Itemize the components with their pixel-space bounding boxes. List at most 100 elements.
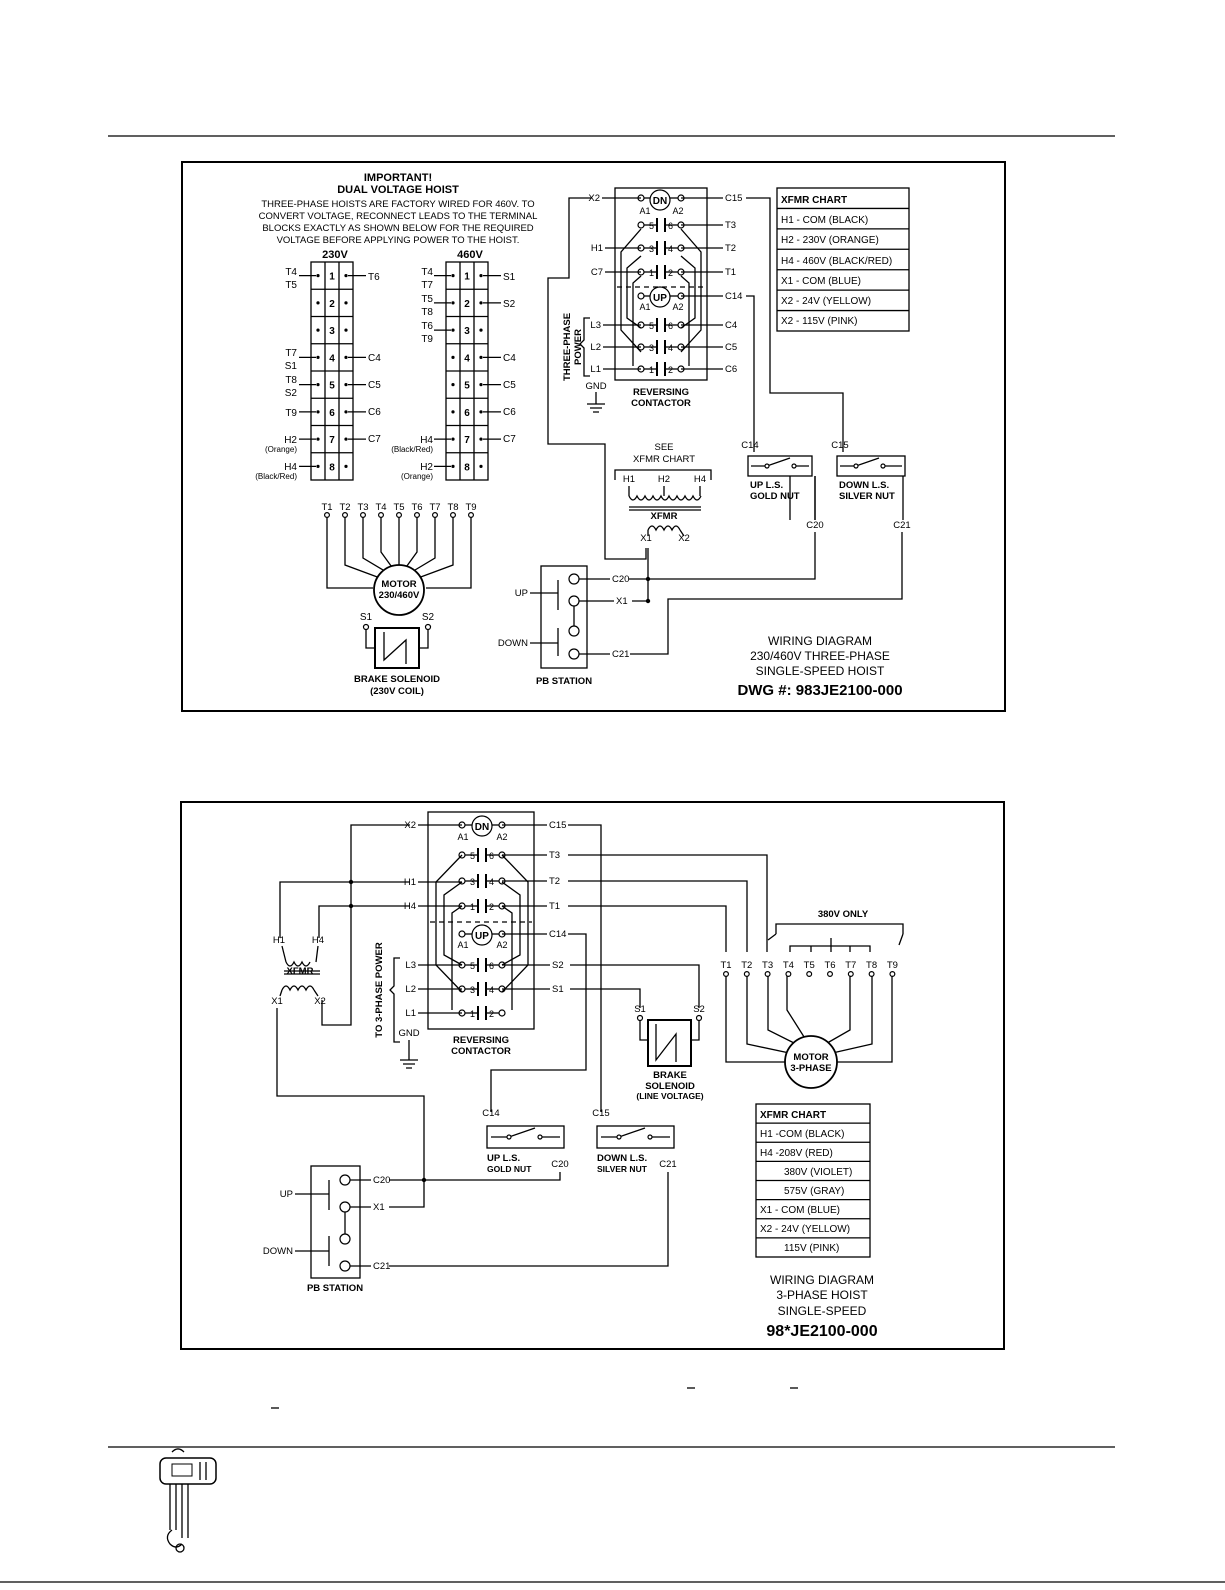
svg-text:T7: T7 (421, 280, 433, 291)
b230-screw (344, 355, 348, 359)
b460-screw (451, 301, 455, 305)
b460-terminal-6: 6 (464, 408, 470, 419)
svg-text:DOWN: DOWN (263, 1246, 293, 1257)
c2-up-coil-a1 (458, 930, 466, 938)
svg-text:L3: L3 (405, 960, 416, 971)
svg-text:X2: X2 (314, 996, 326, 1007)
motor-lead-t7: T7 (845, 960, 856, 971)
svg-text:GOLD NUT: GOLD NUT (487, 1164, 532, 1174)
b230-screw (344, 464, 348, 468)
c2-contact-number: 5 (470, 851, 475, 861)
svg-text:A2: A2 (496, 832, 507, 842)
svg-text:X2 - 24V (YELLOW): X2 - 24V (YELLOW) (760, 1224, 850, 1235)
motor-lead-terminal (764, 970, 771, 977)
svg-text:DOWN L.S.: DOWN L.S. (839, 480, 889, 491)
svg-text:230/460V: 230/460V (379, 590, 420, 601)
motor-lead-t5: T5 (393, 502, 404, 513)
svg-text:A1: A1 (639, 206, 650, 216)
svg-text:TO 3-PHASE POWER: TO 3-PHASE POWER (374, 942, 385, 1038)
svg-text:X1: X1 (616, 596, 628, 607)
svg-text:T6: T6 (421, 321, 433, 332)
svg-text:H2: H2 (658, 474, 670, 485)
svg-text:L3: L3 (590, 320, 601, 331)
b460-terminal-1: 1 (464, 272, 470, 283)
svg-text:REVERSING: REVERSING (453, 1035, 509, 1046)
svg-text:UP: UP (515, 588, 528, 599)
svg-text:T3: T3 (549, 850, 560, 861)
svg-text:UP: UP (653, 293, 667, 304)
transformer-1: SEE XFMR CHART H1 H2 H4 XFMR X1 X2 (614, 442, 712, 544)
svg-text:C4: C4 (368, 353, 381, 364)
motor-lead-t1: T1 (321, 502, 332, 513)
svg-text:C14: C14 (741, 440, 758, 451)
svg-text:S1: S1 (552, 984, 564, 995)
svg-text:C20: C20 (612, 574, 629, 585)
svg-text:T5: T5 (285, 280, 297, 291)
svg-text:S1: S1 (360, 612, 373, 623)
motor-lead-t3: T3 (762, 960, 773, 971)
b460-screw (479, 383, 483, 387)
svg-text:C20: C20 (806, 520, 823, 531)
title-block-1: WIRING DIAGRAM 230/460V THREE-PHASE SING… (737, 634, 902, 699)
c1-contact-number: 2 (668, 365, 673, 375)
svg-text:(Orange): (Orange) (401, 472, 433, 481)
motor-lead-t5: T5 (804, 960, 815, 971)
c2-contact-number: 2 (489, 1009, 494, 1019)
svg-text:C7: C7 (503, 434, 516, 445)
svg-text:115V (PINK): 115V (PINK) (784, 1243, 839, 1254)
svg-text:BRAKE SOLENOID: BRAKE SOLENOID (354, 674, 440, 685)
note-line: CONVERT VOLTAGE, RECONNECT LEADS TO THE … (259, 211, 538, 222)
svg-text:UP L.S.: UP L.S. (750, 480, 783, 491)
svg-text:T9: T9 (285, 408, 297, 419)
svg-text:H1: H1 (623, 474, 635, 485)
motor-lead-t3: T3 (357, 502, 368, 513)
svg-text:X2 - 24V (YELLOW): X2 - 24V (YELLOW) (781, 296, 871, 307)
svg-text:X1 - COM (BLUE): X1 - COM (BLUE) (781, 276, 861, 287)
transformer-2: H1 H4 XFMR X1 X2 (271, 935, 326, 1007)
pb-station-2: UP DOWN C20 X1 C21 PB STATION (263, 1165, 390, 1294)
c2-contact-number: 1 (470, 1009, 475, 1019)
svg-text:UP L.S.: UP L.S. (487, 1153, 520, 1164)
b230-screw (344, 301, 348, 305)
b230-screw (316, 355, 320, 359)
motor-lead-terminal (396, 511, 403, 518)
b460-terminal-3: 3 (464, 326, 470, 337)
motor-lead-t1: T1 (720, 960, 731, 971)
c2-contact-number: 2 (489, 902, 494, 912)
c1-contact-number: 6 (668, 221, 673, 231)
svg-text:C21: C21 (659, 1159, 676, 1170)
b230-terminal-6: 6 (329, 408, 335, 419)
svg-text:C21: C21 (612, 649, 629, 660)
block-230-label: 230V (322, 249, 348, 261)
svg-text:T8: T8 (285, 375, 297, 386)
dwg-number-1: DWG #: 983JE2100-000 (737, 682, 902, 699)
note-line: BLOCKS EXACTLY AS SHOWN BELOW FOR THE RE… (262, 223, 533, 234)
svg-text:DOWN L.S.: DOWN L.S. (597, 1153, 647, 1164)
b230-terminal-1: 1 (329, 272, 335, 283)
svg-text:C14: C14 (725, 291, 742, 302)
limit-switches-1: C14 C15 UP L.S. GOLD NUT DOWN L.S. SILVE… (741, 440, 910, 531)
brake-solenoid-230v: S1 S2 BRAKE SOLENOID (230V COIL) (354, 612, 440, 697)
svg-text:SILVER NUT: SILVER NUT (597, 1164, 648, 1174)
motor-lead-t7: T7 (429, 502, 440, 513)
svg-text:T2: T2 (725, 243, 736, 254)
svg-text:WIRING DIAGRAM: WIRING DIAGRAM (770, 1273, 874, 1287)
motor-lead-terminal (324, 511, 331, 518)
b460-terminal-5: 5 (464, 381, 470, 392)
c2-contact-number: 6 (489, 851, 494, 861)
c1-contact-number: 3 (649, 244, 654, 254)
svg-text:XFMR CHART: XFMR CHART (760, 1110, 826, 1121)
svg-text:UP: UP (280, 1189, 293, 1200)
svg-text:C20: C20 (551, 1159, 568, 1170)
c1-contact-number: 1 (649, 365, 654, 375)
svg-text:L1: L1 (590, 364, 601, 375)
svg-text:DN: DN (475, 822, 489, 833)
svg-text:575V (GRAY): 575V (GRAY) (784, 1186, 844, 1197)
svg-text:C5: C5 (368, 380, 381, 391)
c1-contact-number: 3 (649, 343, 654, 353)
wiring-2 (276, 824, 768, 1267)
dwg-number-2: 98*JE2100-000 (766, 1323, 877, 1340)
svg-text:X1: X1 (640, 533, 652, 544)
